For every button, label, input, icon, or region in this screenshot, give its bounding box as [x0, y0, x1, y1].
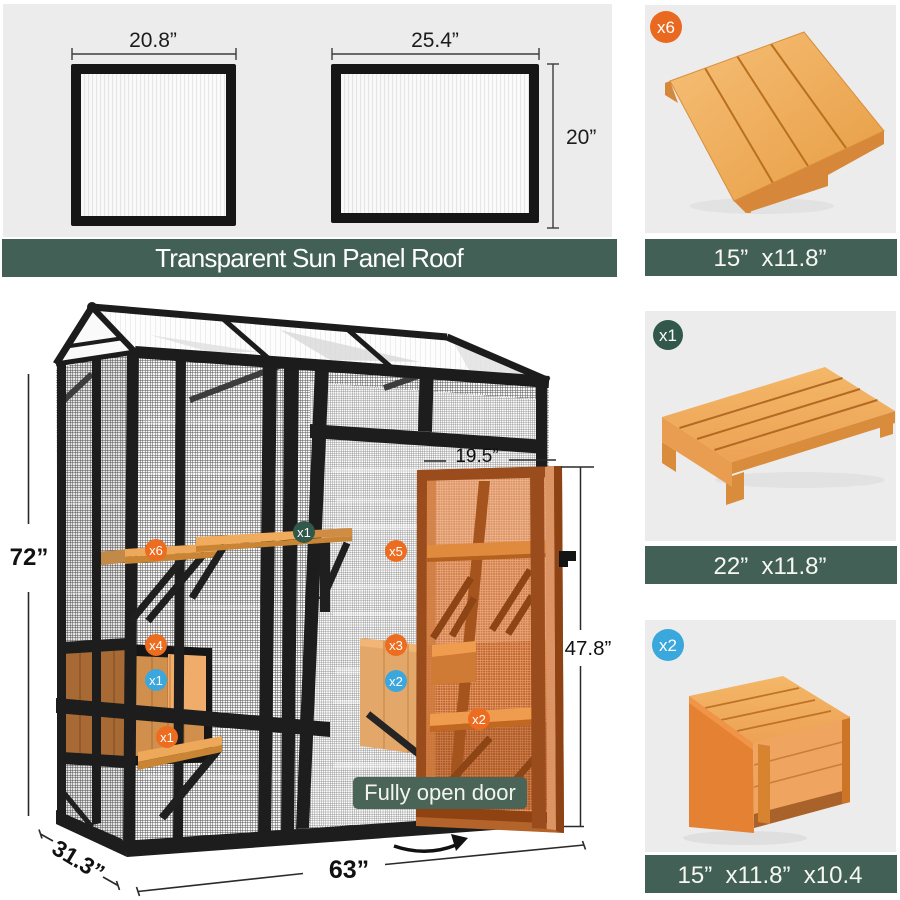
svg-text:x1: x1 [659, 326, 677, 345]
svg-text:x4: x4 [149, 638, 163, 653]
svg-text:x3: x3 [389, 638, 403, 653]
svg-text:63”: 63” [329, 856, 369, 884]
svg-text:x5: x5 [389, 544, 403, 559]
svg-text:x1: x1 [160, 730, 174, 745]
svg-text:15” x11.8”: 15” x11.8” [714, 245, 827, 272]
svg-text:x2: x2 [659, 636, 677, 655]
svg-text:Transparent Sun Panel Roof: Transparent Sun Panel Roof [155, 243, 464, 273]
svg-text:22” x11.8”: 22” x11.8” [714, 553, 827, 580]
svg-text:x1: x1 [297, 525, 311, 540]
svg-text:15” x11.8” x10.4: 15” x11.8” x10.4 [678, 862, 863, 889]
svg-text:20.8”: 20.8” [129, 29, 177, 52]
svg-text:x2: x2 [389, 674, 403, 689]
svg-text:47.8”: 47.8” [565, 637, 612, 660]
svg-text:Fully open door: Fully open door [364, 780, 516, 805]
svg-text:x6: x6 [149, 543, 163, 558]
svg-text:20”: 20” [566, 126, 596, 149]
svg-text:25.4”: 25.4” [411, 29, 459, 52]
svg-text:72”: 72” [10, 544, 49, 571]
svg-text:19.5”: 19.5” [455, 446, 498, 467]
svg-text:x2: x2 [472, 712, 486, 727]
svg-text:x1: x1 [149, 673, 163, 688]
svg-text:x6: x6 [657, 18, 675, 37]
